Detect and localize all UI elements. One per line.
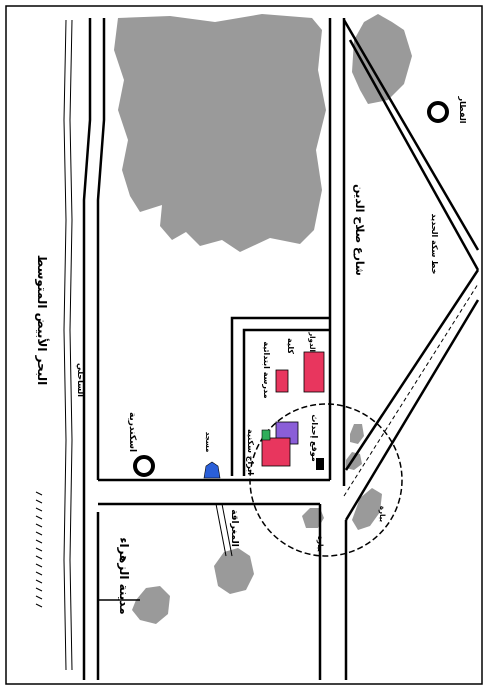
- coastal-road: [82, 18, 106, 680]
- tower-green: [261, 429, 271, 441]
- salah-eldin-label: شارع صلاح الدين: [353, 184, 366, 276]
- block-road: [230, 316, 330, 476]
- mughraqa-lane: [215, 503, 233, 557]
- site-circle: [249, 403, 403, 557]
- college-label: كلية: [286, 338, 295, 354]
- primary-school-building: [275, 369, 289, 393]
- shore-hatching: [35, 491, 43, 608]
- diagonal-road: [342, 19, 480, 271]
- coastline: [63, 19, 73, 671]
- large-green-area: [114, 14, 326, 252]
- north-green-area: [352, 14, 412, 104]
- district-label: الدوار: [308, 331, 316, 352]
- mosque-icon: [203, 461, 221, 479]
- eskandariya-label: اسكندرية: [127, 412, 137, 452]
- diagonal-road-south: [344, 269, 480, 521]
- zahraa-green: [132, 586, 170, 624]
- train-station-label: القطار: [458, 96, 467, 124]
- residential-towers-label: ابراج سكنية: [246, 429, 255, 475]
- coastal-road-label: الساحلي: [76, 363, 85, 397]
- railway-line: [343, 283, 479, 497]
- small-green-a: [350, 424, 364, 444]
- orchard-a-green: [352, 488, 382, 530]
- train-station-roundabout: [427, 101, 449, 123]
- primary-school-label: مدرسة ابتدائية: [262, 341, 271, 398]
- orchard-b-green: [302, 508, 324, 528]
- mughraqa-green: [214, 548, 254, 594]
- orchard-b-label: بيارة: [316, 536, 324, 553]
- salah-eldin-street: [318, 18, 348, 680]
- orchard-a-label: بيارة: [378, 506, 386, 523]
- railway-label: خط سكة الحديد: [430, 213, 439, 274]
- cross-road: [98, 478, 330, 506]
- map-border: [5, 5, 483, 685]
- site-marker-icon: [316, 458, 324, 470]
- mosque-label: مسجد: [204, 432, 212, 453]
- tower-red: [261, 437, 291, 467]
- mughraqa-label: المغراقة: [229, 509, 239, 547]
- eskandariya-roundabout: [133, 455, 155, 477]
- buildings: [203, 351, 325, 479]
- zahraa-label: مدينة الزهراء: [117, 537, 131, 614]
- site-label: موقع إحداث: [310, 414, 319, 461]
- college-building: [303, 351, 325, 393]
- vegetation-areas: [114, 14, 412, 624]
- sea-label: البحر الأبيض المتوسط: [34, 255, 50, 386]
